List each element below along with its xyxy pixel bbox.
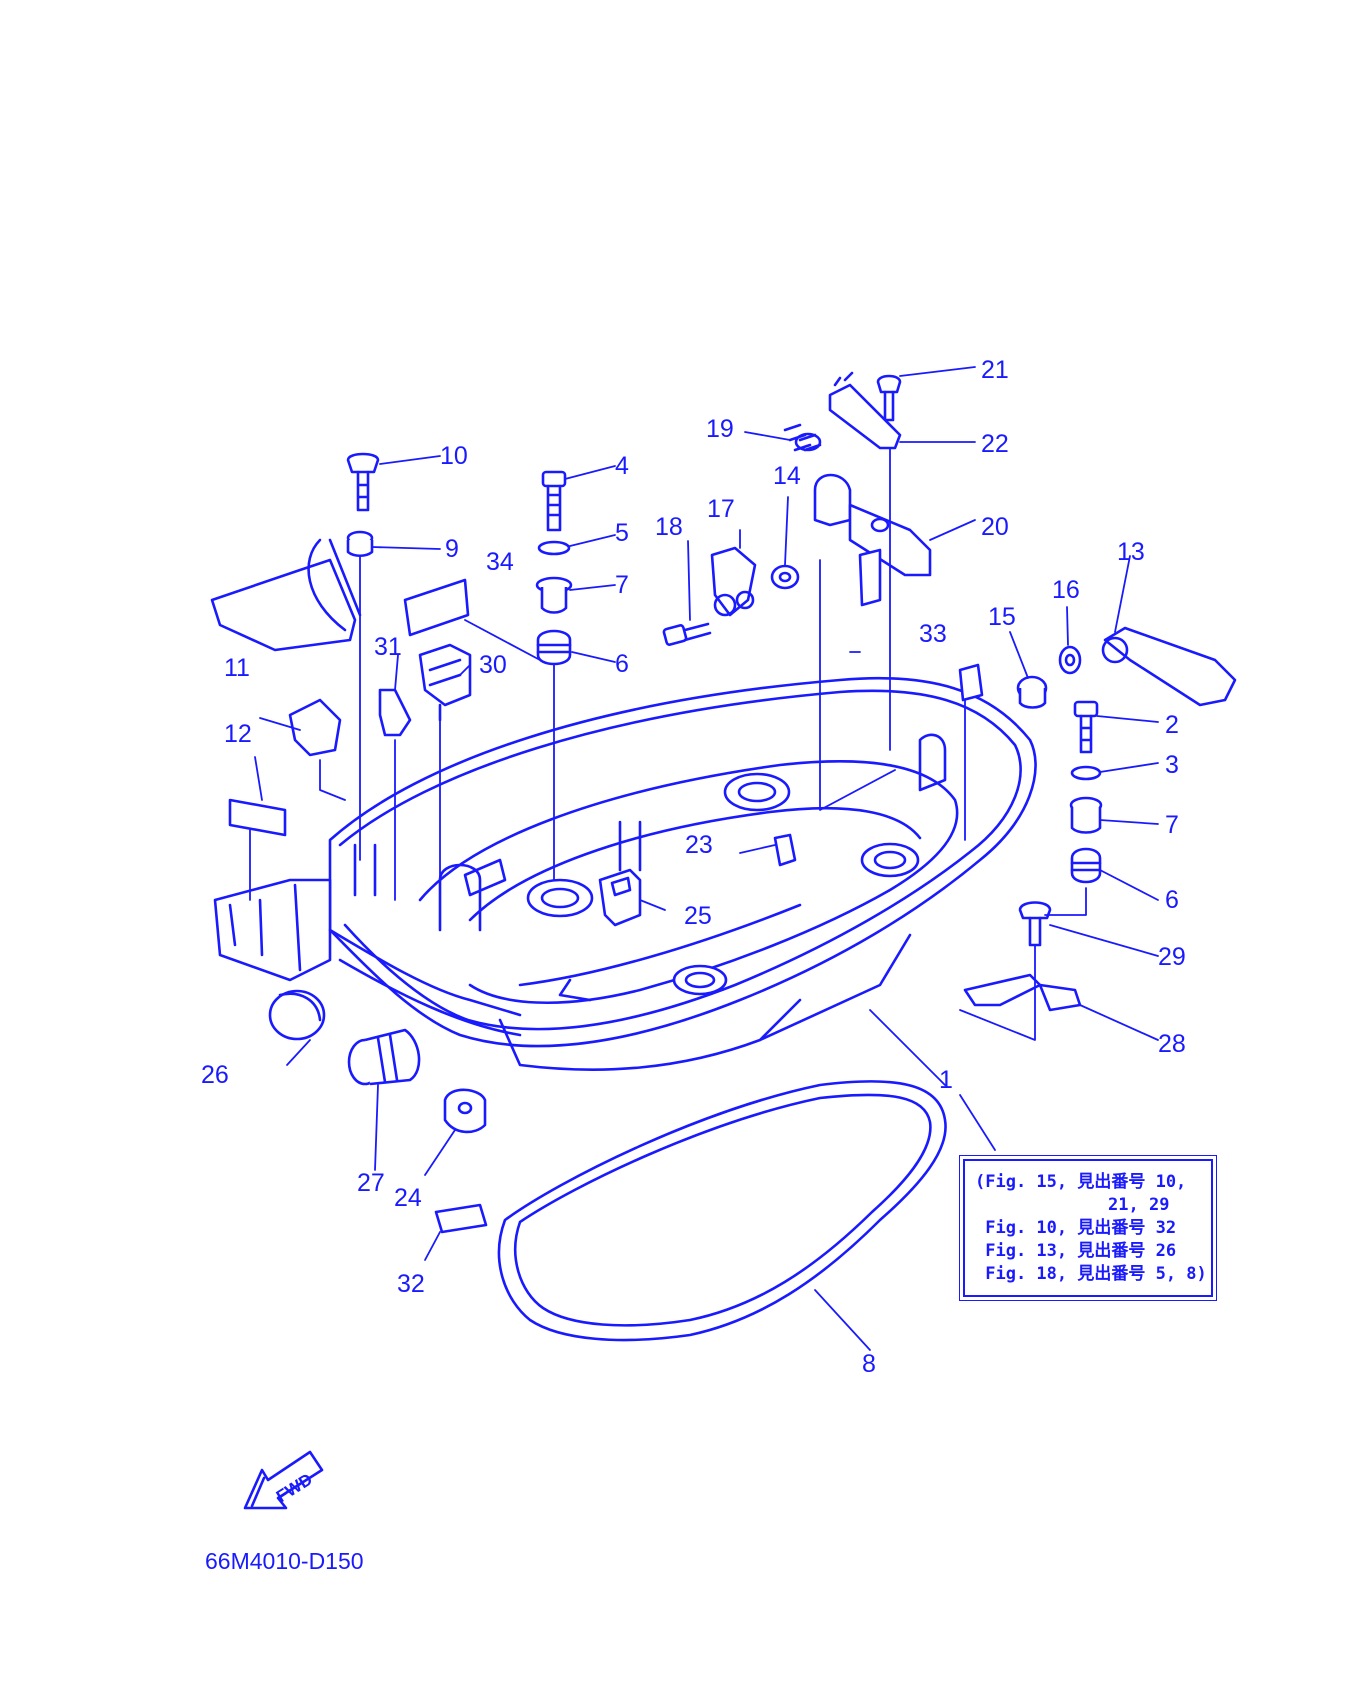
bracket-17 (710, 546, 757, 617)
callout-25: 25 (684, 902, 712, 930)
tab-28 (963, 973, 1082, 1012)
callout-27: 27 (357, 1169, 385, 1197)
washer-14 (770, 564, 800, 590)
washer-5 (537, 540, 571, 556)
callout-2: 2 (1165, 711, 1179, 739)
bolt-21 (876, 374, 902, 422)
grommet-6a (536, 629, 572, 666)
callout-31: 31 (374, 633, 402, 661)
spring-19 (783, 423, 822, 452)
callout-24: 24 (394, 1184, 422, 1212)
callout-15: 15 (988, 603, 1016, 631)
callout-1: 1 (939, 1066, 953, 1094)
callout-6b: 6 (1165, 886, 1179, 914)
reference-note-line-3: Fig. 10, 見出番号 32 (975, 1218, 1177, 1238)
bolt-2 (1073, 700, 1099, 754)
handle-13 (1101, 626, 1237, 707)
grommet-6b (1070, 847, 1102, 884)
callout-9: 9 (445, 535, 459, 563)
label-34 (403, 578, 470, 637)
lever-20 (813, 473, 932, 607)
plate-22 (828, 371, 902, 450)
callout-13: 13 (1117, 538, 1145, 566)
callout-19: 19 (706, 415, 734, 443)
reference-note-box: (Fig. 15, 見出番号 10, 21, 29 Fig. 10, 見出番号 … (959, 1155, 1217, 1301)
grommet-24 (443, 1088, 487, 1134)
lockwasher-16 (1058, 645, 1082, 675)
callout-30: 30 (479, 651, 507, 679)
diagram-code: 66M4010-D150 (205, 1548, 364, 1574)
callout-11: 11 (224, 654, 250, 682)
clip-31 (378, 688, 412, 737)
callout-29: 29 (1158, 943, 1186, 971)
callout-7a: 7 (615, 571, 629, 599)
clip-23 (773, 833, 797, 867)
callout-34: 34 (486, 548, 514, 576)
collar-7a (535, 576, 573, 614)
bracket-top-left (210, 538, 362, 652)
callout-33: 33 (919, 620, 947, 648)
cap-26 (268, 989, 326, 1041)
clip-30 (418, 643, 472, 722)
strip-12 (228, 798, 287, 837)
bushing-15 (1016, 675, 1048, 709)
leader-lines (249, 366, 1159, 1351)
callout-23: 23 (685, 831, 713, 859)
bolt-4 (541, 470, 567, 532)
callout-21: 21 (981, 356, 1009, 384)
callout-3: 3 (1165, 751, 1179, 779)
callout-6a: 6 (615, 650, 629, 678)
callout-17: 17 (707, 495, 735, 523)
bottom-cowling (213, 676, 1037, 1071)
callout-5: 5 (615, 519, 629, 547)
callout-32: 32 (397, 1270, 425, 1298)
grommet-27 (347, 1028, 421, 1086)
washer-3 (1070, 765, 1102, 781)
bolt-18 (662, 622, 712, 646)
callout-10: 10 (440, 442, 468, 470)
label-33 (958, 663, 984, 702)
callout-12: 12 (224, 720, 252, 748)
callout-4: 4 (615, 452, 629, 480)
gasket-8 (497, 1080, 947, 1342)
reference-note-line-2: 21, 29 (975, 1195, 1170, 1215)
callout-16: 16 (1052, 576, 1080, 604)
reference-note-line-5: Fig. 18, 見出番号 5, 8) (975, 1264, 1207, 1284)
callout-14: 14 (773, 462, 801, 490)
reference-note-line-4: Fig. 13, 見出番号 26 (975, 1241, 1177, 1261)
reference-note-line-1: (Fig. 15, 見出番号 10, (975, 1172, 1187, 1192)
callout-numbers: 1 2 3 4 5 6 6 7 7 8 9 10 11 12 13 14 15 … (201, 356, 1186, 1378)
block-11 (288, 698, 342, 757)
bolt-29 (1018, 901, 1052, 947)
plug-25 (598, 868, 642, 927)
callout-26: 26 (201, 1061, 229, 1089)
bolt-10 (346, 452, 380, 512)
callout-18: 18 (655, 513, 683, 541)
collar-7b (1069, 796, 1103, 834)
callout-22: 22 (981, 430, 1009, 458)
callout-20: 20 (981, 513, 1009, 541)
pad-32 (434, 1203, 488, 1234)
callout-28: 28 (1158, 1030, 1186, 1058)
fwd-arrow-icon: FWD (243, 1450, 324, 1510)
collar-9 (346, 530, 374, 558)
callout-8: 8 (862, 1350, 876, 1378)
callout-7b: 7 (1165, 811, 1179, 839)
